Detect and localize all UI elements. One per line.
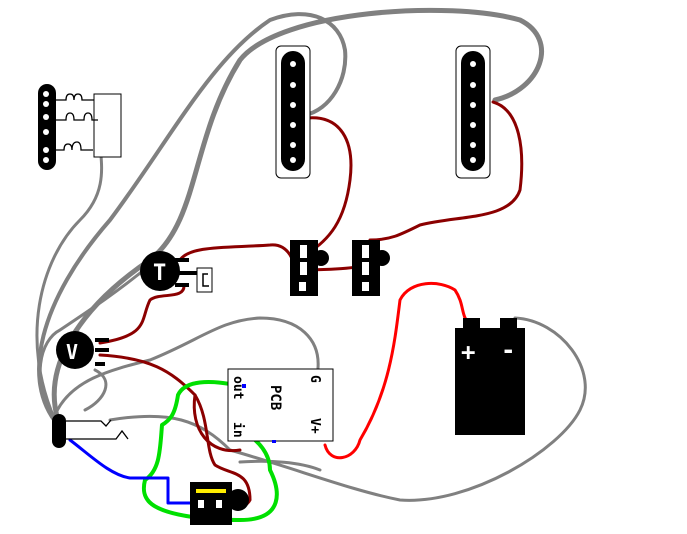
single-coil-pickup xyxy=(38,84,122,170)
pcb-power-label: V+ xyxy=(307,418,322,434)
pcb-board: PCB out in G V+ xyxy=(227,368,334,443)
tone-pot[interactable]: T xyxy=(140,251,199,291)
volume-pot[interactable]: V xyxy=(56,331,109,369)
blue-wire xyxy=(68,438,194,505)
battery-plus-label: + xyxy=(461,338,475,366)
ground-wires xyxy=(35,7,587,502)
battery-minus-label: - xyxy=(501,336,515,364)
volume-pot-label: V xyxy=(66,340,78,364)
pcb-out-label: out xyxy=(230,376,245,399)
output-jack[interactable] xyxy=(52,414,129,448)
pickup-selector-switch-1[interactable] xyxy=(290,240,329,296)
pcb-in-label: in xyxy=(230,422,245,438)
pcb-title: PCB xyxy=(267,385,283,410)
humbucker-pickup-bridge xyxy=(455,45,491,179)
capacitor xyxy=(196,267,213,293)
pcb-ground-label: G xyxy=(307,375,322,383)
battery: + - xyxy=(455,318,525,435)
footswitch[interactable] xyxy=(190,482,249,525)
humbucker-pickup-neck xyxy=(275,45,311,179)
tone-pot-label: T xyxy=(153,261,166,286)
led-indicator xyxy=(196,489,226,493)
pickup-selector-switch-2[interactable] xyxy=(352,240,390,296)
power-wire xyxy=(323,281,472,460)
